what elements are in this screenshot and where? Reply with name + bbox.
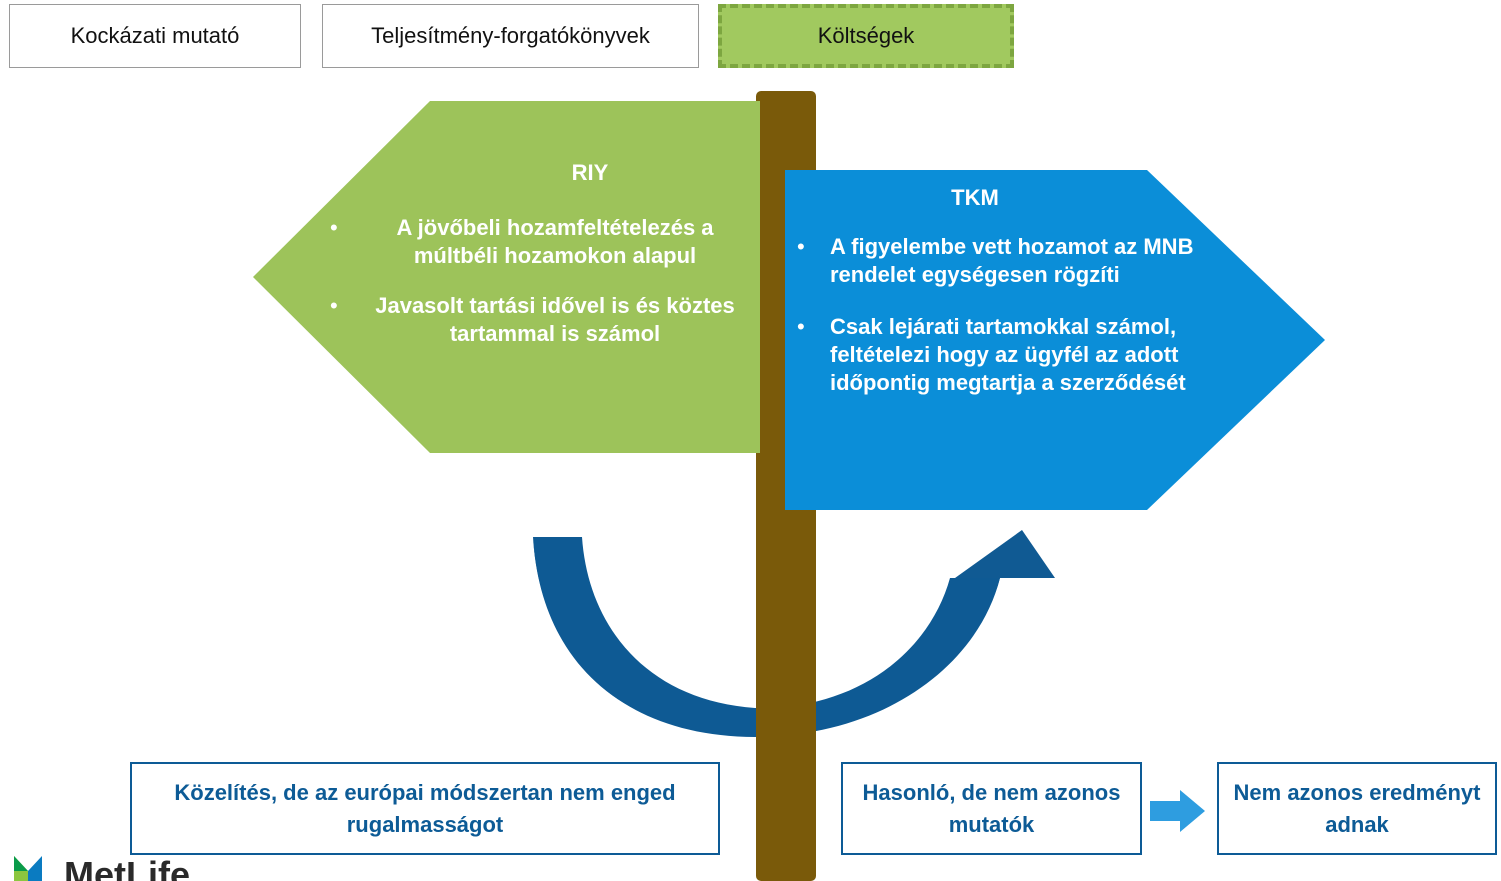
tab-koltsegek[interactable]: Költségek [718, 4, 1014, 68]
tab-teljesitmeny-forgatokonyvek[interactable]: Teljesítmény-forgatókönyvek [322, 4, 699, 68]
bullet-dot-icon: • [330, 293, 338, 318]
tkm-bullet: • A figyelembe vett hozamot az MNB rendel… [797, 233, 1197, 289]
riy-bullet: • A jövőbeli hozamfeltételezés a múltbéli… [330, 214, 750, 270]
metlife-logo: MetLife [0, 852, 220, 881]
tkm-bullet: • Csak lejárati tartamokkal számol, felté… [797, 313, 1197, 397]
bullet-dot-icon: • [797, 314, 805, 339]
approximation-box: Közelítés, de az európai módszertan nem … [130, 762, 720, 855]
tkm-bullet-list: • A figyelembe vett hozamot az MNB rendel… [797, 233, 1197, 421]
riy-title: RIY [571, 160, 609, 185]
bullet-dot-icon: • [330, 215, 338, 240]
similar-box: Hasonló, de nem azonos mutatók [841, 762, 1142, 855]
riy-bullet-text: Javasolt tartási idővel is és köztes tar… [375, 293, 735, 346]
metlife-logo-text: MetLife [64, 854, 190, 881]
similar-text: Hasonló, de nem azonos mutatók [862, 779, 1121, 837]
tkm-bullet-text: Csak lejárati tartamokkal számol, feltét… [830, 314, 1186, 395]
tab-kockazati-mutato[interactable]: Kockázati mutató [9, 4, 301, 68]
curved-arrow-body [533, 537, 1000, 737]
riy-bullet-list: • A jövőbeli hozamfeltételezés a múltbéli… [330, 214, 750, 370]
result-text: Nem azonos eredményt adnak [1233, 779, 1481, 837]
right-arrow-icon [1150, 790, 1205, 832]
result-box: Nem azonos eredményt adnak [1217, 762, 1497, 855]
tkm-sign [785, 170, 1325, 510]
riy-bullet-text: A jövőbeli hozamfeltételezés a múltbéli … [396, 215, 714, 268]
bullet-dot-icon: • [797, 234, 805, 259]
riy-sign [253, 101, 760, 453]
tkm-title: TKM [951, 185, 999, 210]
metlife-logo-icon [14, 856, 42, 881]
riy-bullet: • Javasolt tartási idővel is és köztes ta… [330, 292, 750, 348]
approximation-text: Közelítés, de az európai módszertan nem … [174, 779, 676, 837]
tkm-bullet-text: A figyelembe vett hozamot az MNB rendele… [830, 234, 1194, 287]
